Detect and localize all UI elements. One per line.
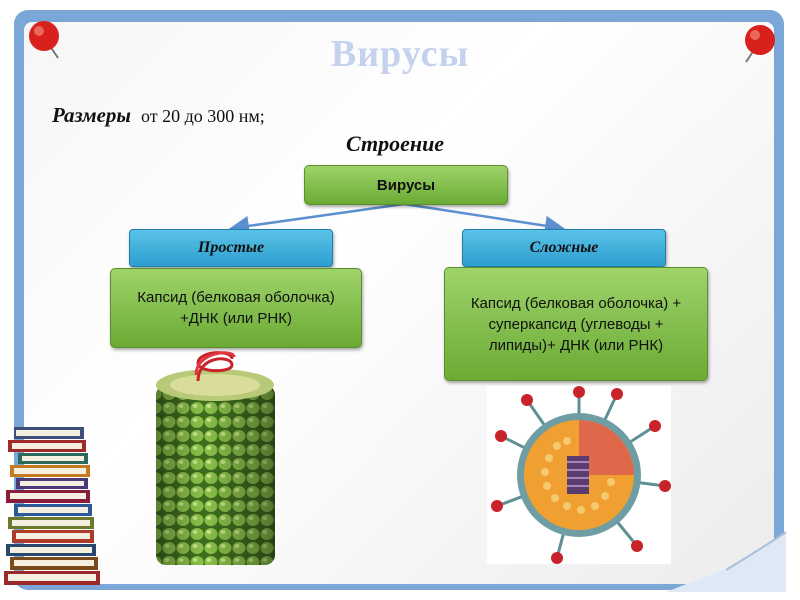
sizes-label: Размеры (52, 103, 131, 127)
complex-viruses-description: Капсид (белковая оболочка) + суперкапсид… (444, 267, 708, 381)
simple-viruses-header: Простые (129, 229, 333, 267)
complex-viruses-header: Сложные (462, 229, 666, 267)
arrow-to-complex (403, 202, 565, 236)
book-stack-icon (4, 427, 100, 585)
simple-virus-illustration (156, 351, 275, 565)
sizes-value: от 20 до 300 нм; (140, 106, 265, 126)
complex-virus-illustration (487, 386, 671, 564)
page-curl-decoration (666, 531, 786, 592)
diagram-root-box: Вирусы (304, 165, 508, 205)
arrow-to-simple (229, 202, 405, 236)
simple-viruses-description: Капсид (белковая оболочка) +ДНК (или РНК… (110, 268, 362, 348)
sizes-line: Размеры от 20 до 300 нм; (52, 103, 265, 128)
structure-heading: Строение (346, 131, 445, 156)
red-pushpin-icon (29, 21, 59, 59)
red-pushpin-icon (745, 25, 775, 63)
slide-title: Вирусы (330, 33, 470, 75)
